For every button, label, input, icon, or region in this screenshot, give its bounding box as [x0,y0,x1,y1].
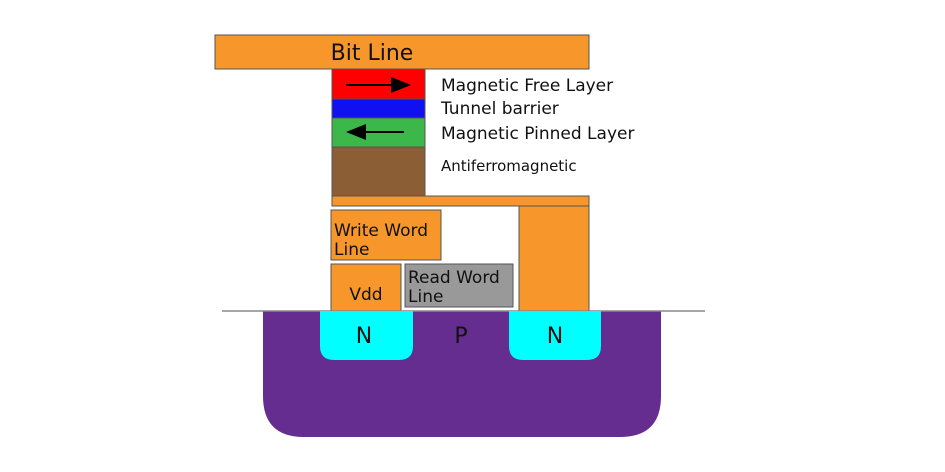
n-right-label: N [547,324,563,349]
n-well-right [509,311,601,360]
pinned-layer-label: Magnetic Pinned Layer [441,124,634,144]
tunnel-barrier-label: Tunnel barrier [440,99,559,119]
read-word-line-label-2: Line [408,287,443,307]
bit-line-label: Bit Line [331,41,414,66]
antiferromagnetic-label: Antiferromagnetic [441,157,577,175]
vdd-contact [330,263,402,312]
n-well-left [320,311,413,360]
write-word-line-label-1: Write Word [334,221,428,241]
write-word-line [330,209,442,261]
p-region-label: P [454,324,467,349]
tunnel-barrier-layer [331,98,426,119]
read-word-line-label-1: Read Word [408,268,500,288]
vdd-label: Vdd [349,285,382,305]
free-layer-label: Magnetic Free Layer [441,76,613,96]
n-left-label: N [356,324,372,349]
read-word-line [404,263,514,308]
antiferromagnetic-layer [331,146,426,197]
write-word-line-label-2: Line [334,240,369,260]
drain-contact [518,205,590,312]
bottom-electrode [331,195,590,207]
bit-line [214,34,590,70]
